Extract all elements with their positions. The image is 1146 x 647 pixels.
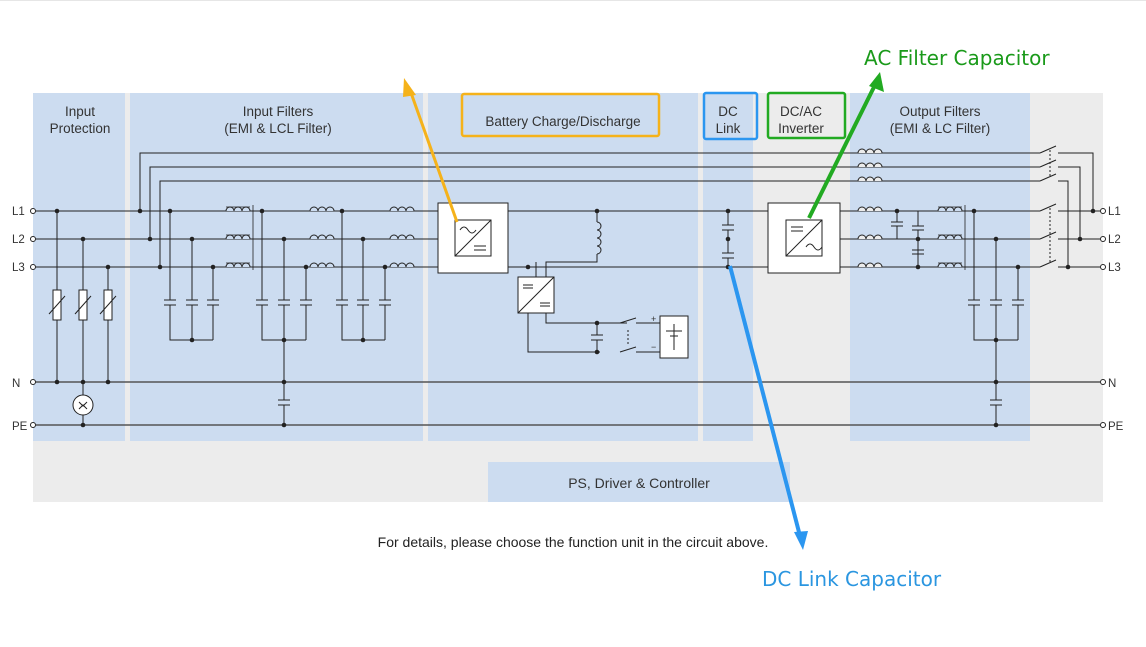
label-controller: PS, Driver & Controller — [568, 475, 710, 491]
left-line-labels: L1 L2 L3 N PE — [12, 206, 28, 433]
label-battery: Battery Charge/Discharge — [485, 114, 640, 129]
label-input-filters-2: (EMI & LCL Filter) — [224, 121, 332, 136]
ac-filter-highlight-box[interactable] — [766, 91, 847, 140]
right-label-n: N — [1108, 378, 1116, 390]
battery-arrow — [403, 78, 459, 223]
dc-link-highlight-box[interactable] — [702, 91, 759, 141]
right-label-l1: L1 — [1108, 206, 1121, 218]
hint-text: For details, please choose the function … — [377, 534, 769, 550]
label-input-protection-2: Protection — [50, 121, 111, 136]
left-label-l1: L1 — [12, 206, 25, 218]
label-dcac-2: Inverter — [778, 121, 824, 136]
callout-ac-filter-capacitor[interactable]: AC Filter Capacitor — [864, 46, 1050, 70]
left-label-n: N — [12, 378, 20, 390]
label-input-filters-1: Input Filters — [243, 104, 314, 119]
battery-plus-sign: + — [651, 314, 656, 324]
right-label-l3: L3 — [1108, 262, 1121, 274]
right-label-pe: PE — [1108, 421, 1124, 433]
left-label-pe: PE — [12, 421, 28, 433]
label-dc-link-2: Link — [716, 121, 741, 136]
junction-dots — [54, 208, 1096, 428]
left-label-l2: L2 — [12, 234, 25, 246]
label-dcac-1: DC/AC — [780, 104, 822, 119]
label-dc-link-1: DC — [718, 104, 738, 119]
ac-filter-arrow — [807, 72, 884, 219]
zone-controller[interactable] — [488, 462, 790, 502]
label-output-filters-1: Output Filters — [899, 104, 980, 119]
battery-minus-sign: − — [651, 342, 656, 352]
label-output-filters-2: (EMI & LC Filter) — [890, 121, 991, 136]
battery-highlight-box[interactable] — [460, 92, 661, 138]
right-line-labels: L1 L2 L3 N PE — [1108, 206, 1124, 433]
left-label-l3: L3 — [12, 262, 25, 274]
top-divider — [0, 0, 1146, 1]
dc-link-arrow — [728, 265, 808, 550]
callout-dc-link-capacitor[interactable]: DC Link Capacitor — [762, 567, 942, 591]
battery-terminal-signs: + − — [651, 314, 656, 352]
right-label-l2: L2 — [1108, 234, 1121, 246]
label-input-protection-1: Input — [65, 104, 95, 119]
circuit-wiring — [30, 145, 1106, 428]
